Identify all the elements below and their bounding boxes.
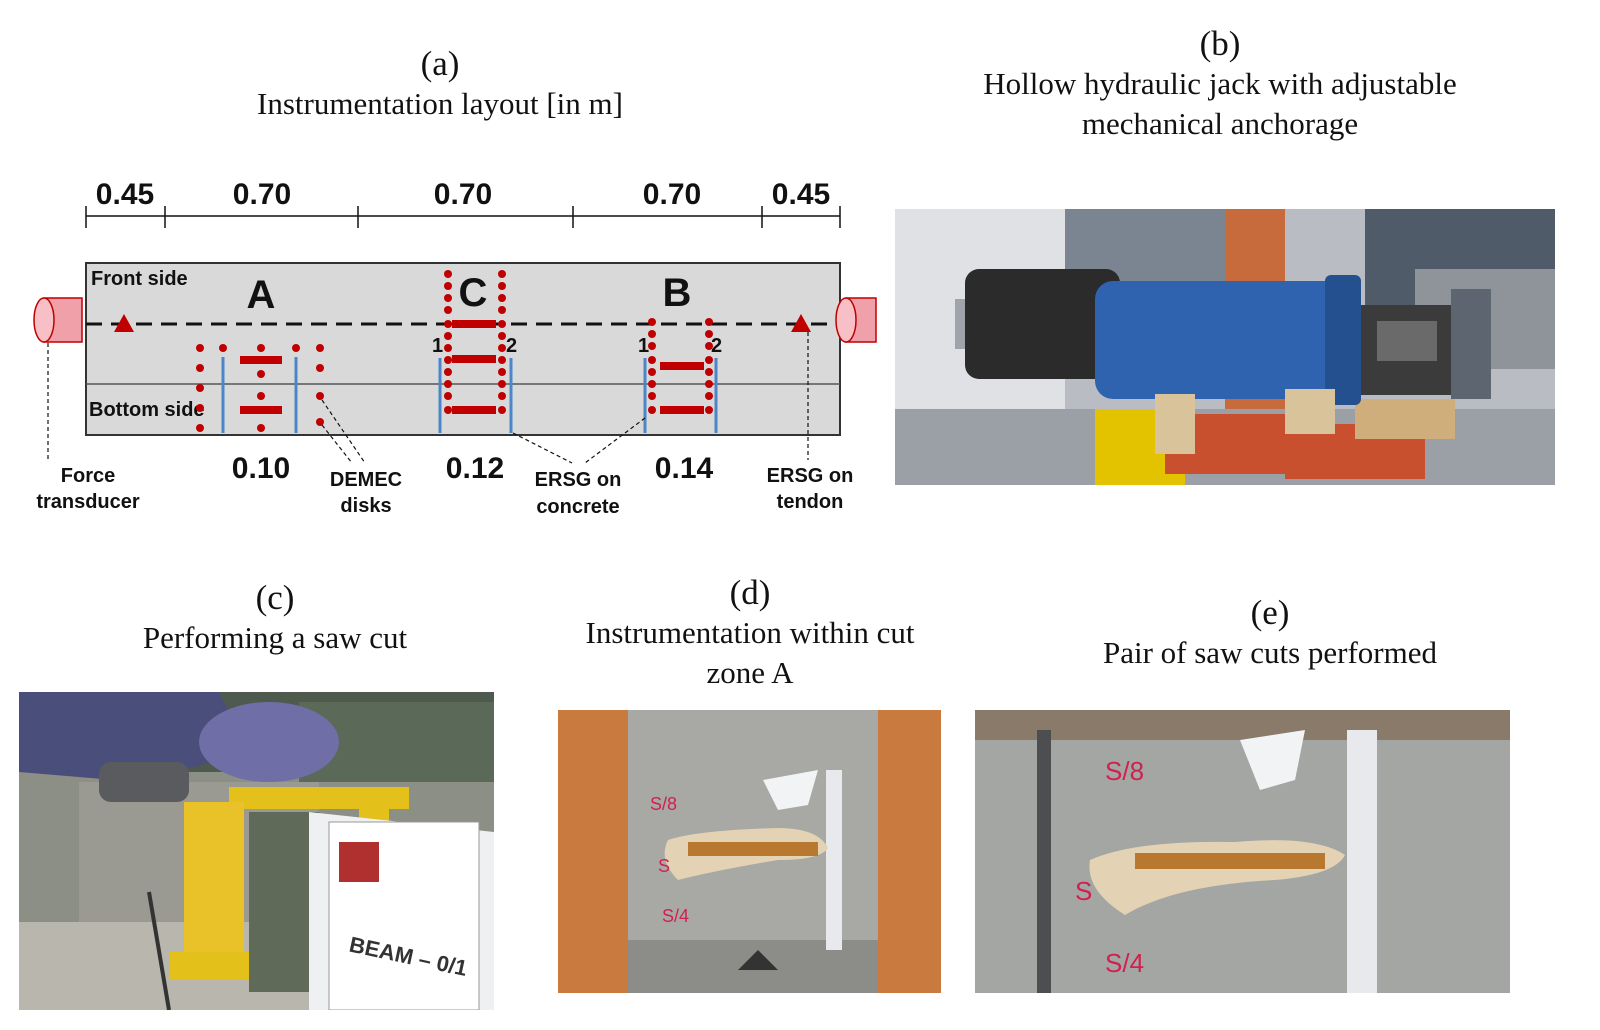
caption-d: (d) Instrumentation within cut zone A xyxy=(545,573,955,693)
tendon-ersg-marker-left xyxy=(114,314,134,332)
zone-b-gauge-2: 2 xyxy=(711,335,722,357)
zone-c-gauge-1: 1 xyxy=(432,335,443,357)
saw-cuts-illustration: S/8 S S/4 xyxy=(975,710,1510,993)
caption-c-title: Performing a saw cut xyxy=(142,620,408,655)
front-side-label: Front side xyxy=(91,268,188,290)
cuts-mark-s: S xyxy=(1075,876,1092,906)
caption-d-tag: (d) xyxy=(729,573,771,612)
zone-c-gauge-2: 2 xyxy=(506,335,517,357)
right-cylinder xyxy=(835,297,877,343)
caption-b-title-line2: mechanical anchorage xyxy=(1081,106,1359,141)
caption-d-title-line1: Instrumentation within cut xyxy=(585,615,915,650)
cuts-mark-s8: S/8 xyxy=(1105,756,1144,786)
force-transducer-label-1: Force xyxy=(61,465,115,487)
span-label-2: 0.70 xyxy=(233,178,291,211)
ersg-concrete-label-1: ERSG on xyxy=(535,469,622,491)
tendon-ersg-marker-right xyxy=(791,314,811,332)
zone-a-mark-s8: S/8 xyxy=(650,794,677,814)
photo-cut-zone-a: S/8 S S/4 xyxy=(558,710,941,993)
demec-label-1: DEMEC xyxy=(330,469,402,491)
caption-e-title: Pair of saw cuts performed xyxy=(1102,635,1437,670)
photo-pair-saw-cuts: S/8 S S/4 xyxy=(975,710,1510,993)
span-label-4: 0.70 xyxy=(643,178,701,211)
photo-saw-cut: BEAM – 0/1 xyxy=(19,692,494,1010)
ersg-tendon-label-1: ERSG on xyxy=(767,465,854,487)
zone-label-a: A xyxy=(247,273,276,317)
zone-c-instrumentation xyxy=(438,270,513,433)
zone-b-instrumentation xyxy=(643,318,718,433)
span-label-3: 0.70 xyxy=(434,178,492,211)
zone-c-width: 0.12 xyxy=(446,452,504,485)
zone-label-c: C xyxy=(459,271,488,315)
ersg-concrete-label-2: concrete xyxy=(536,496,619,518)
caption-b: (b) Hollow hydraulic jack with adjustabl… xyxy=(920,24,1520,144)
zone-a-mark-s4: S/4 xyxy=(662,906,689,926)
demec-label-2: disks xyxy=(340,495,391,517)
zone-a-instrumentation xyxy=(196,344,324,433)
cut-zone-a-illustration: S/8 S S/4 xyxy=(558,710,941,993)
caption-e: (e) Pair of saw cuts performed xyxy=(1060,593,1480,673)
dimension-ticks xyxy=(85,206,841,228)
caption-a-title: Instrumentation layout [in m] xyxy=(257,86,623,121)
caption-b-title-line1: Hollow hydraulic jack with adjustable xyxy=(983,66,1457,101)
ersg-tendon-label-2: tendon xyxy=(777,491,844,513)
left-cylinder xyxy=(33,297,83,343)
caption-a-tag: (a) xyxy=(420,44,460,83)
leader-lines xyxy=(47,332,809,464)
zone-label-b: B xyxy=(663,271,692,315)
caption-c: (c) Performing a saw cut xyxy=(70,578,480,658)
saw-cut-illustration: BEAM – 0/1 xyxy=(19,692,494,1010)
bottom-side-label: Bottom side xyxy=(89,399,205,421)
force-transducer-label-2: transducer xyxy=(36,491,140,513)
caption-b-tag: (b) xyxy=(1199,24,1241,63)
zone-a-width: 0.10 xyxy=(232,452,290,485)
jack-illustration xyxy=(895,209,1555,485)
caption-c-tag: (c) xyxy=(255,578,295,617)
caption-d-title-line2: zone A xyxy=(706,655,794,690)
photo-hydraulic-jack xyxy=(895,209,1555,485)
span-label-5: 0.45 xyxy=(772,178,830,211)
zone-a-mark-s: S xyxy=(658,856,670,876)
cuts-mark-s4: S/4 xyxy=(1105,948,1144,978)
span-label-1: 0.45 xyxy=(96,178,154,211)
instrumentation-layout-diagram: 0.45 0.70 0.70 0.70 0.45 Front side Bott… xyxy=(33,178,877,518)
zone-b-width: 0.14 xyxy=(655,452,714,485)
caption-e-tag: (e) xyxy=(1250,593,1290,632)
caption-a: (a) Instrumentation layout [in m] xyxy=(200,44,680,124)
zone-b-gauge-1: 1 xyxy=(638,335,649,357)
